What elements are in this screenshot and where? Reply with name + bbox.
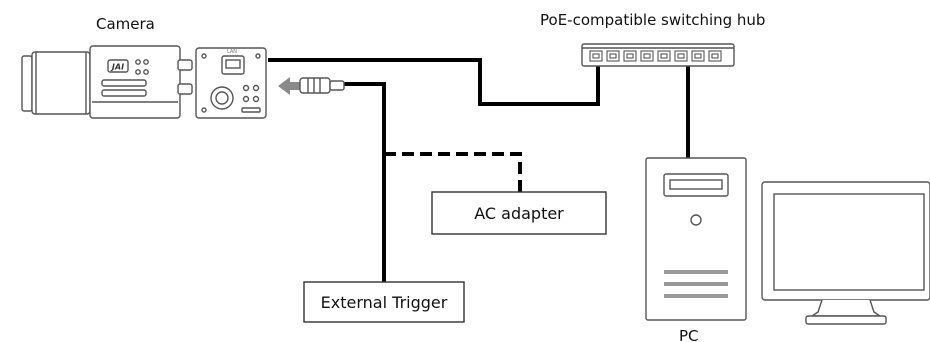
- pc-tower: [645, 157, 747, 321]
- camera-rear-panel: LAN: [195, 47, 267, 119]
- camera-label: Camera: [96, 15, 155, 33]
- pc-monitor: [761, 181, 930, 325]
- pc-label: PC: [679, 327, 699, 342]
- trigger-cable: [330, 82, 386, 282]
- camera-logo: JAI: [110, 63, 124, 72]
- pc-power-button: [690, 214, 702, 226]
- insert-arrow: [278, 77, 300, 95]
- hub-label: PoE-compatible switching hub: [540, 11, 765, 29]
- hub-ports: [589, 50, 722, 62]
- ac-adapter-cable-dashed: [384, 152, 522, 192]
- camera-lens: [21, 51, 91, 115]
- switching-hub-device: [581, 43, 735, 67]
- camera-device: JAI LAN: [21, 45, 267, 119]
- external-trigger-label: External Trigger: [321, 293, 448, 312]
- external-trigger-box: External Trigger: [303, 281, 465, 323]
- lan-cable-camera-hub: [268, 58, 600, 106]
- ac-adapter-box: AC adapter: [431, 191, 607, 235]
- camera-body: JAI: [89, 45, 193, 119]
- svg-text:LAN: LAN: [227, 49, 237, 55]
- cables: [268, 58, 690, 282]
- trigger-connector-plug: [299, 77, 345, 94]
- ac-adapter-label: AC adapter: [474, 204, 564, 223]
